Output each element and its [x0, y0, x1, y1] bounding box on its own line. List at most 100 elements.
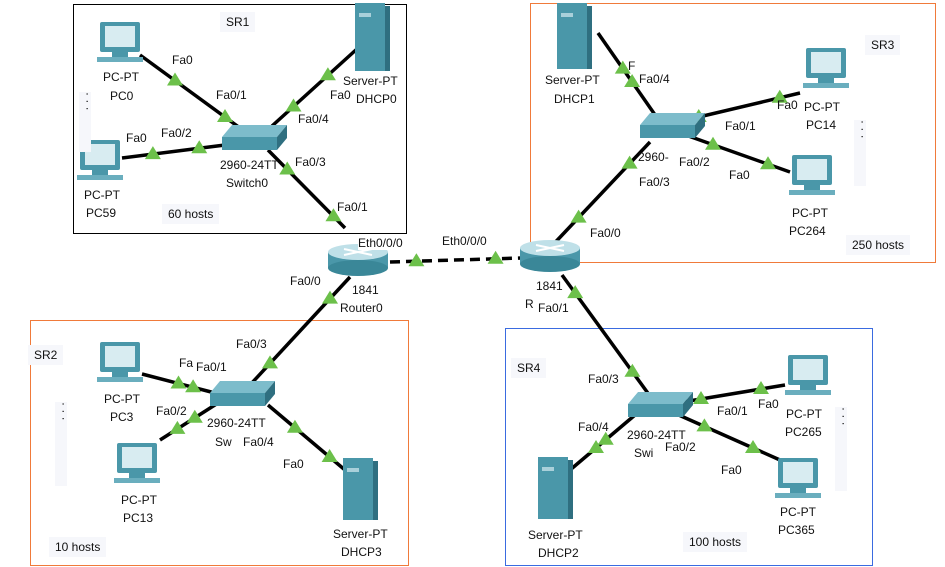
port-label: Fa: [179, 356, 194, 370]
server-icon: [538, 457, 568, 519]
sr4-ellipsis: · · ·: [835, 407, 851, 491]
pc-screen: [793, 359, 823, 380]
pc-stand: [790, 488, 806, 493]
pc265-name: PC265: [785, 425, 822, 439]
pc59-model: PC-PT: [84, 188, 120, 202]
dhcp3-name: DHCP3: [341, 545, 382, 559]
sr1-ellipsis: · · ·: [79, 92, 95, 152]
switch1[interactable]: [640, 113, 705, 138]
port-label: Fa0: [126, 131, 147, 145]
switch1-model: 2960-: [638, 150, 669, 164]
port-label: Fa0/2: [156, 404, 187, 418]
pc13[interactable]: [114, 443, 160, 483]
switch-top: [222, 125, 287, 137]
switch-icon: [210, 393, 265, 406]
port-label: Fa0/4: [639, 72, 670, 86]
server-slot: [359, 13, 371, 17]
port-label: Fa0/3: [295, 155, 326, 169]
port-status-icon: [321, 449, 338, 462]
pc365[interactable]: [775, 458, 821, 498]
port-status-icon: [322, 290, 338, 304]
server-side: [373, 461, 378, 520]
router1[interactable]: [520, 240, 580, 272]
pc264-name: PC264: [789, 224, 826, 238]
port-status-icon: [286, 419, 303, 433]
port-status-icon: [170, 375, 187, 389]
switch-side: [277, 125, 287, 150]
port-label: Fa0/1: [196, 360, 227, 374]
port-status-icon: [186, 409, 203, 423]
router-bottom: [328, 260, 388, 276]
sr2-hosts: 10 hosts: [49, 537, 107, 557]
dhcp2-name: DHCP2: [538, 546, 579, 560]
server-slot: [542, 467, 554, 471]
pc265[interactable]: [785, 355, 831, 395]
switch-side: [683, 392, 693, 417]
port-label: Fa0/4: [243, 435, 274, 449]
pc13-name: PC13: [123, 511, 154, 525]
pc-keyboard: [775, 493, 821, 498]
port-label: Eth0/0/0: [358, 236, 403, 250]
area-sr4: [505, 328, 873, 566]
pc264[interactable]: [789, 155, 835, 195]
dhcp0[interactable]: [355, 3, 390, 71]
port-label: Fa0/1: [337, 200, 368, 214]
port-label: Fa0/3: [588, 372, 619, 386]
port-label: Fa0/3: [236, 337, 267, 351]
sr3-label: SR3: [865, 35, 901, 55]
pc-stand: [804, 185, 820, 190]
pc-keyboard: [114, 478, 160, 483]
switch-icon: [628, 404, 683, 417]
pc-screen: [783, 462, 813, 483]
dhcp1[interactable]: [557, 3, 592, 69]
dhcp0-model: Server-PT: [343, 74, 398, 88]
port-status-icon: [169, 420, 186, 434]
port-label: Fa0/2: [161, 126, 192, 140]
server-side: [587, 6, 592, 69]
port-status-icon: [693, 391, 709, 404]
dhcp2-model: Server-PT: [528, 528, 583, 542]
pc265-model: PC-PT: [786, 407, 822, 421]
pc3[interactable]: [97, 342, 143, 382]
sr2-ellipsis: · · ·: [55, 402, 71, 486]
pc-screen: [122, 447, 152, 468]
ellipsis-text: · · ·: [57, 402, 71, 421]
pc0[interactable]: [97, 22, 143, 62]
dhcp3[interactable]: [343, 458, 378, 520]
link: [270, 46, 360, 128]
link: [248, 275, 352, 387]
pc-keyboard: [97, 377, 143, 382]
pc0-model: PC-PT: [103, 70, 139, 84]
switch2[interactable]: [210, 381, 275, 406]
pc-keyboard: [77, 175, 123, 180]
port-status-icon: [217, 109, 233, 123]
dhcp1-model: Server-PT: [545, 73, 600, 87]
pc13-model: PC-PT: [121, 493, 157, 507]
port-status-icon: [621, 155, 638, 169]
port-status-icon: [588, 440, 604, 453]
switch-top: [210, 381, 275, 393]
port-label: Fa0: [729, 168, 750, 182]
pc-screen: [105, 26, 135, 47]
server-slot: [561, 13, 573, 17]
switch3[interactable]: [628, 392, 693, 417]
port-status-icon: [325, 208, 342, 222]
port-status-icon: [570, 209, 587, 223]
switch-top: [640, 113, 705, 125]
pc-screen: [797, 159, 827, 180]
switch0[interactable]: [222, 125, 287, 150]
pc-screen: [105, 346, 135, 367]
dhcp2[interactable]: [538, 457, 573, 519]
link: [546, 140, 652, 252]
switch-side: [265, 381, 275, 406]
link: [596, 31, 662, 124]
port-label: Fa0/3: [639, 175, 670, 189]
sr1-hosts: 60 hosts: [162, 204, 220, 224]
pc14[interactable]: [803, 48, 849, 88]
port-status-icon: [760, 156, 776, 170]
pc-stand: [818, 78, 834, 83]
area-sr3: [530, 3, 936, 263]
switch0-name: Switch0: [226, 176, 269, 190]
